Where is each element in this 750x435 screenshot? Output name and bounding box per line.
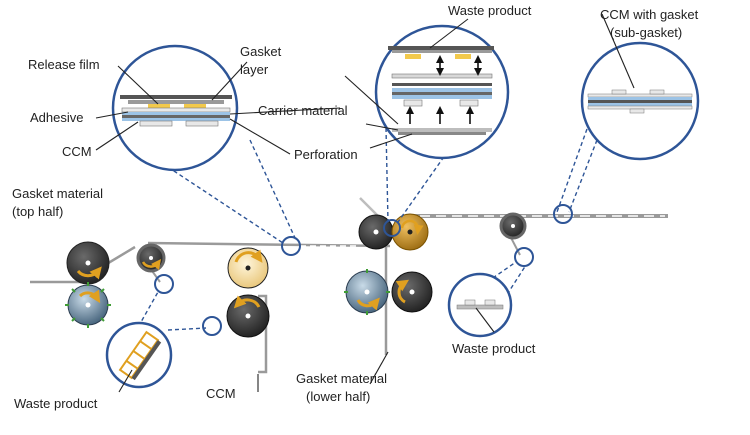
- label-gasket-material-top-2: (top half): [12, 204, 63, 219]
- roller-right: [499, 212, 527, 240]
- gasket-top-main-web: [147, 241, 391, 248]
- rollers: [65, 212, 527, 338]
- label-carrier-material: Carrier material: [258, 103, 348, 118]
- label-waste-product-bottom-left: Waste product: [14, 396, 98, 411]
- label-gasket-layer-1: Gasket: [240, 44, 282, 59]
- roller-mid-bottom-blue: [344, 269, 390, 315]
- label-ccm-bottom: CCM: [206, 386, 236, 401]
- marker-waste-right: [514, 247, 534, 267]
- marker-perforation: [281, 236, 301, 256]
- labels: Release film Gasket layer Adhesive Carri…: [12, 3, 699, 411]
- marker-gasket-top: [383, 219, 401, 237]
- label-gasket-layer-2: layer: [240, 62, 269, 77]
- zoom-circle-ccm-gasket: [580, 41, 700, 161]
- label-ccm-with-gasket-2: (sub-gasket): [610, 25, 682, 40]
- rotary-die-cutter: [65, 282, 111, 328]
- label-release-film: Release film: [28, 57, 100, 72]
- zoom-circle-waste-left: [105, 321, 173, 389]
- label-waste-product-right: Waste product: [452, 341, 536, 356]
- detail-markers: [154, 204, 573, 336]
- label-adhesive: Adhesive: [30, 110, 83, 125]
- ccm-web: [258, 294, 268, 374]
- label-perforation: Perforation: [294, 147, 358, 162]
- zoom-circle-perforation: [374, 24, 510, 160]
- roller-mid-top-orange: [391, 213, 429, 251]
- marker-output: [553, 204, 573, 224]
- label-ccm-with-gasket-1: CCM with gasket: [600, 7, 699, 22]
- marker-ccm: [202, 316, 222, 336]
- label-ccm-top: CCM: [62, 144, 92, 159]
- zoom-circle-layer-stack: [111, 44, 239, 172]
- roller-mid-bottom-dark: [391, 271, 433, 313]
- label-waste-product-top: Waste product: [448, 3, 532, 18]
- lamination-roller-top: [227, 247, 269, 289]
- zoom-circle-waste-right: [447, 272, 513, 338]
- idler-roller-1: [136, 243, 166, 273]
- lamination-roller-bottom: [226, 294, 270, 338]
- marker-waste-left: [154, 274, 174, 294]
- roller-icon: [66, 241, 110, 285]
- label-gasket-material-lower-2: (lower half): [306, 389, 370, 404]
- leader-lines: [95, 13, 635, 393]
- label-gasket-material-lower-1: Gasket material: [296, 371, 387, 386]
- label-gasket-material-top-1: Gasket material: [12, 186, 103, 201]
